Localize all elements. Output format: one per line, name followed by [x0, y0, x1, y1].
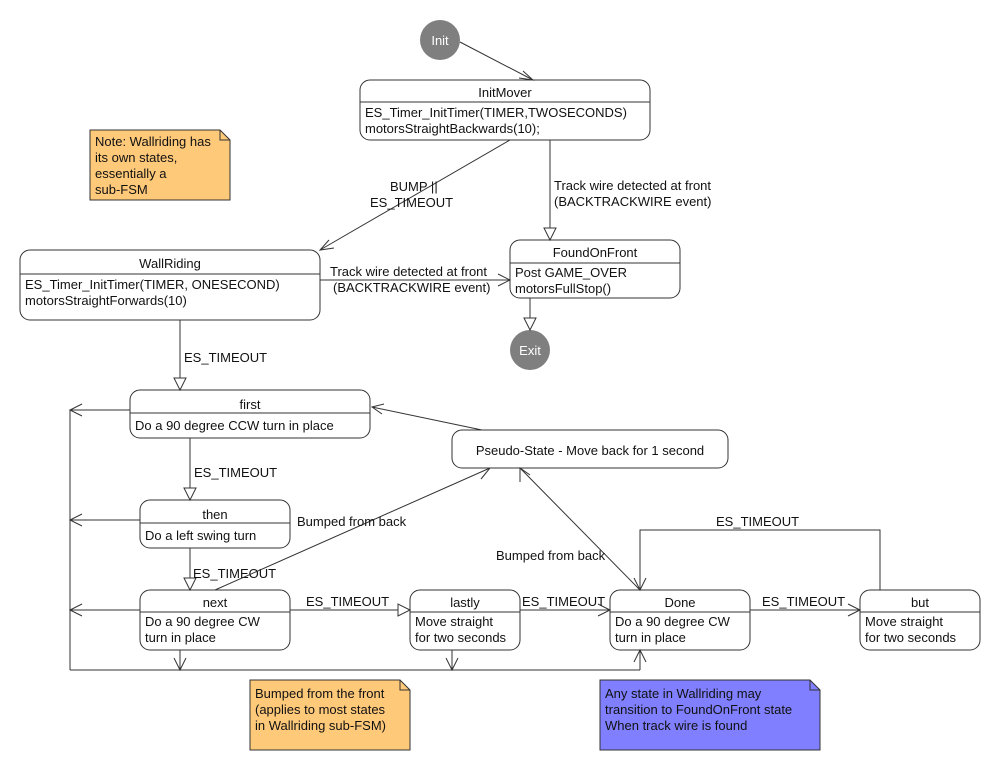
state-foundonfront: FoundOnFront Post GAME_OVER motorsFullSt… [509, 239, 681, 299]
state-action: Do a left swing turn [145, 528, 256, 543]
transition-wallriding-foundonfront: Track wire detected at front (BACKTRACKW… [320, 264, 512, 295]
state-action: Do a 90 degree CCW turn in place [135, 418, 334, 433]
transition-but-done: ES_TIMEOUT [633, 514, 881, 592]
state-lastly: lastly Move straight for two seconds [409, 589, 521, 651]
state-action: Move straight [415, 614, 493, 629]
state-title: lastly [450, 595, 480, 610]
bumped-front-bus [68, 403, 647, 672]
state-title: Pseudo-State - Move back for 1 second [476, 443, 704, 458]
note-wallriding: Note: Wallriding has its own states, ess… [89, 129, 231, 201]
state-action: Do a 90 degree CW [615, 614, 731, 629]
state-title: next [203, 595, 228, 610]
state-initmover: InitMover ES_Timer_InitTimer(TIMER,TWOSE… [359, 79, 651, 141]
state-title: then [202, 507, 227, 522]
note-line: When track wire is found [605, 718, 747, 733]
state-action: Post GAME_OVER [515, 265, 627, 280]
state-wallriding: WallRiding ES_Timer_InitTimer(TIMER, ONE… [19, 249, 321, 321]
transition-label: Bumped from back [297, 514, 407, 529]
transition-label: ES_TIMEOUT [194, 465, 277, 480]
transition-label: Bumped from back [496, 548, 606, 563]
state-action: Move straight [865, 614, 943, 629]
transition-first-then: ES_TIMEOUT [183, 438, 277, 502]
state-action: motorsStraightForwards(10) [25, 293, 187, 308]
state-title: WallRiding [139, 256, 201, 271]
transition-label: ES_TIMEOUT [716, 514, 799, 529]
transition-next-lastly: ES_TIMEOUT [290, 594, 412, 617]
transition-label: ES_TIMEOUT [184, 350, 267, 365]
state-action: for two seconds [415, 630, 507, 645]
note-line: its own states, [95, 150, 177, 165]
state-then: then Do a left swing turn [139, 499, 291, 549]
transition-label: ES_TIMEOUT [370, 195, 453, 210]
transition-initmover-wallriding: BUMP || ES_TIMEOUT [318, 139, 511, 251]
transition-label: ES_TIMEOUT [306, 594, 389, 609]
note-line: Note: Wallriding has [95, 134, 211, 149]
state-next: next Do a 90 degree CW turn in place [139, 589, 291, 651]
transition-label: (BACKTRACKWIRE event) [554, 194, 711, 209]
transition-label: BUMP || [390, 179, 438, 194]
transition-label: (BACKTRACKWIRE event) [333, 280, 490, 295]
transition-label: Track wire detected at front [554, 178, 711, 193]
state-title: InitMover [478, 85, 532, 100]
state-action: motorsFullStop() [515, 281, 611, 296]
transition-label: ES_TIMEOUT [193, 566, 276, 581]
transition-init-initmover [459, 41, 535, 81]
state-title: Done [664, 595, 695, 610]
state-first: first Do a 90 degree CCW turn in place [129, 389, 371, 439]
transition-lastly-done: ES_TIMEOUT [520, 594, 612, 617]
state-action: motorsStraightBackwards(10); [365, 121, 540, 136]
transition-wallriding-first: ES_TIMEOUT [173, 320, 267, 392]
transition-done-pseudostate: Bumped from back [496, 467, 641, 591]
note-line: (applies to most states [255, 702, 386, 717]
state-action: for two seconds [865, 630, 957, 645]
state-title: but [911, 595, 929, 610]
transition-pseudostate-first [370, 403, 483, 431]
transition-done-but: ES_TIMEOUT [750, 594, 862, 617]
transition-foundonfront-exit [523, 298, 537, 332]
note-line: sub-FSM [95, 182, 148, 197]
transition-next-pseudostate: Bumped from back [214, 467, 492, 591]
note-line: transition to FoundOnFront state [605, 702, 792, 717]
note-any-state: Any state in Wallriding may transition t… [599, 679, 821, 751]
note-line: essentially a [95, 166, 167, 181]
state-action: turn in place [145, 630, 216, 645]
state-but: but Move straight for two seconds [859, 589, 981, 651]
transition-label: Track wire detected at front [330, 264, 487, 279]
state-pseudo-move-back: Pseudo-State - Move back for 1 second [451, 429, 729, 469]
note-line: in Wallriding sub-FSM) [255, 718, 386, 733]
state-action: ES_Timer_InitTimer(TIMER, ONESECOND) [25, 277, 280, 292]
exit-label: Exit [519, 343, 541, 358]
transition-initmover-foundonfront: Track wire detected at front (BACKTRACKW… [543, 140, 711, 242]
transition-label: ES_TIMEOUT [522, 594, 605, 609]
state-action: ES_Timer_InitTimer(TIMER,TWOSECONDS) [365, 105, 627, 120]
transition-then-next: ES_TIMEOUT [183, 548, 276, 592]
state-title: FoundOnFront [553, 245, 638, 260]
note-line: Bumped from the front [255, 686, 385, 701]
note-bumped-front: Bumped from the front (applies to most s… [249, 679, 411, 751]
state-done: Done Do a 90 degree CW turn in place [609, 589, 751, 651]
transition-label: ES_TIMEOUT [762, 594, 845, 609]
exit-node: Exit [510, 330, 550, 370]
init-label: Init [431, 33, 449, 48]
state-action: Do a 90 degree CW [145, 614, 261, 629]
state-title: first [240, 397, 261, 412]
state-action: turn in place [615, 630, 686, 645]
note-line: Any state in Wallriding may [605, 686, 762, 701]
init-node: Init [420, 20, 460, 60]
